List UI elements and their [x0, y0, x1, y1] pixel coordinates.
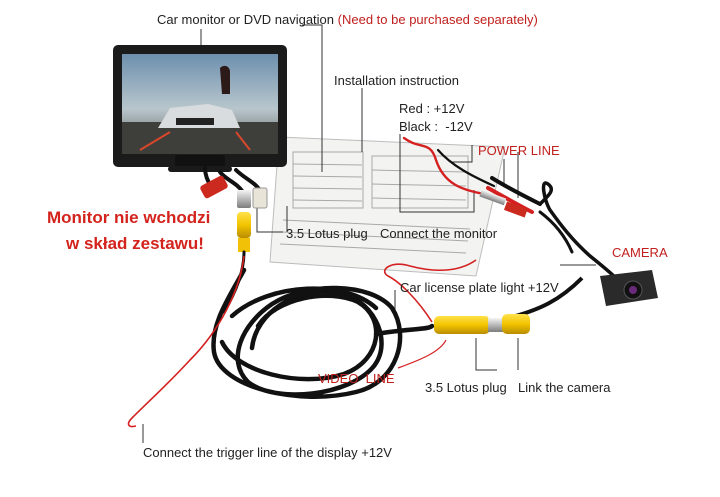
monitor-label: Car monitor or DVD navigation (Need to b… — [157, 12, 538, 27]
camera-rca-connector — [434, 276, 584, 334]
power-wires — [402, 136, 620, 282]
trigger-wire — [127, 255, 245, 428]
notice-line-2: w skład zestawu! — [66, 234, 204, 253]
video-line-label: VIDEO LINE — [318, 371, 395, 386]
monitor-label-text: Car monitor or DVD navigation — [157, 12, 335, 27]
installation-label: Installation instruction — [334, 73, 460, 88]
video-cable — [211, 267, 435, 399]
black-wire-label: Black : -12V — [399, 119, 473, 134]
red-wire-label: Red : +12V — [399, 101, 465, 116]
car-monitor-icon — [113, 45, 287, 172]
notice-line-1: Monitor nie wchodzi — [47, 208, 211, 227]
power-line-label: POWER LINE — [478, 143, 560, 158]
rear-camera-icon — [600, 270, 658, 306]
link-camera-label: Link the camera — [518, 380, 611, 395]
lotus-plug-camera-label: 3.5 Lotus plug — [425, 380, 507, 395]
plate-light-wire — [383, 259, 477, 323]
connect-monitor-label: Connect the monitor — [380, 226, 498, 241]
lotus-plug-monitor-label: 3.5 Lotus plug — [286, 226, 368, 241]
instruction-sheet — [269, 136, 506, 277]
plate-light-label: Car license plate light +12V — [400, 280, 559, 295]
accent-wire — [397, 339, 447, 369]
trigger-line-label: Connect the trigger line of the display … — [143, 445, 392, 460]
camera-label: CAMERA — [612, 245, 668, 260]
purchase-note: (Need to be purchased separately) — [337, 12, 538, 27]
